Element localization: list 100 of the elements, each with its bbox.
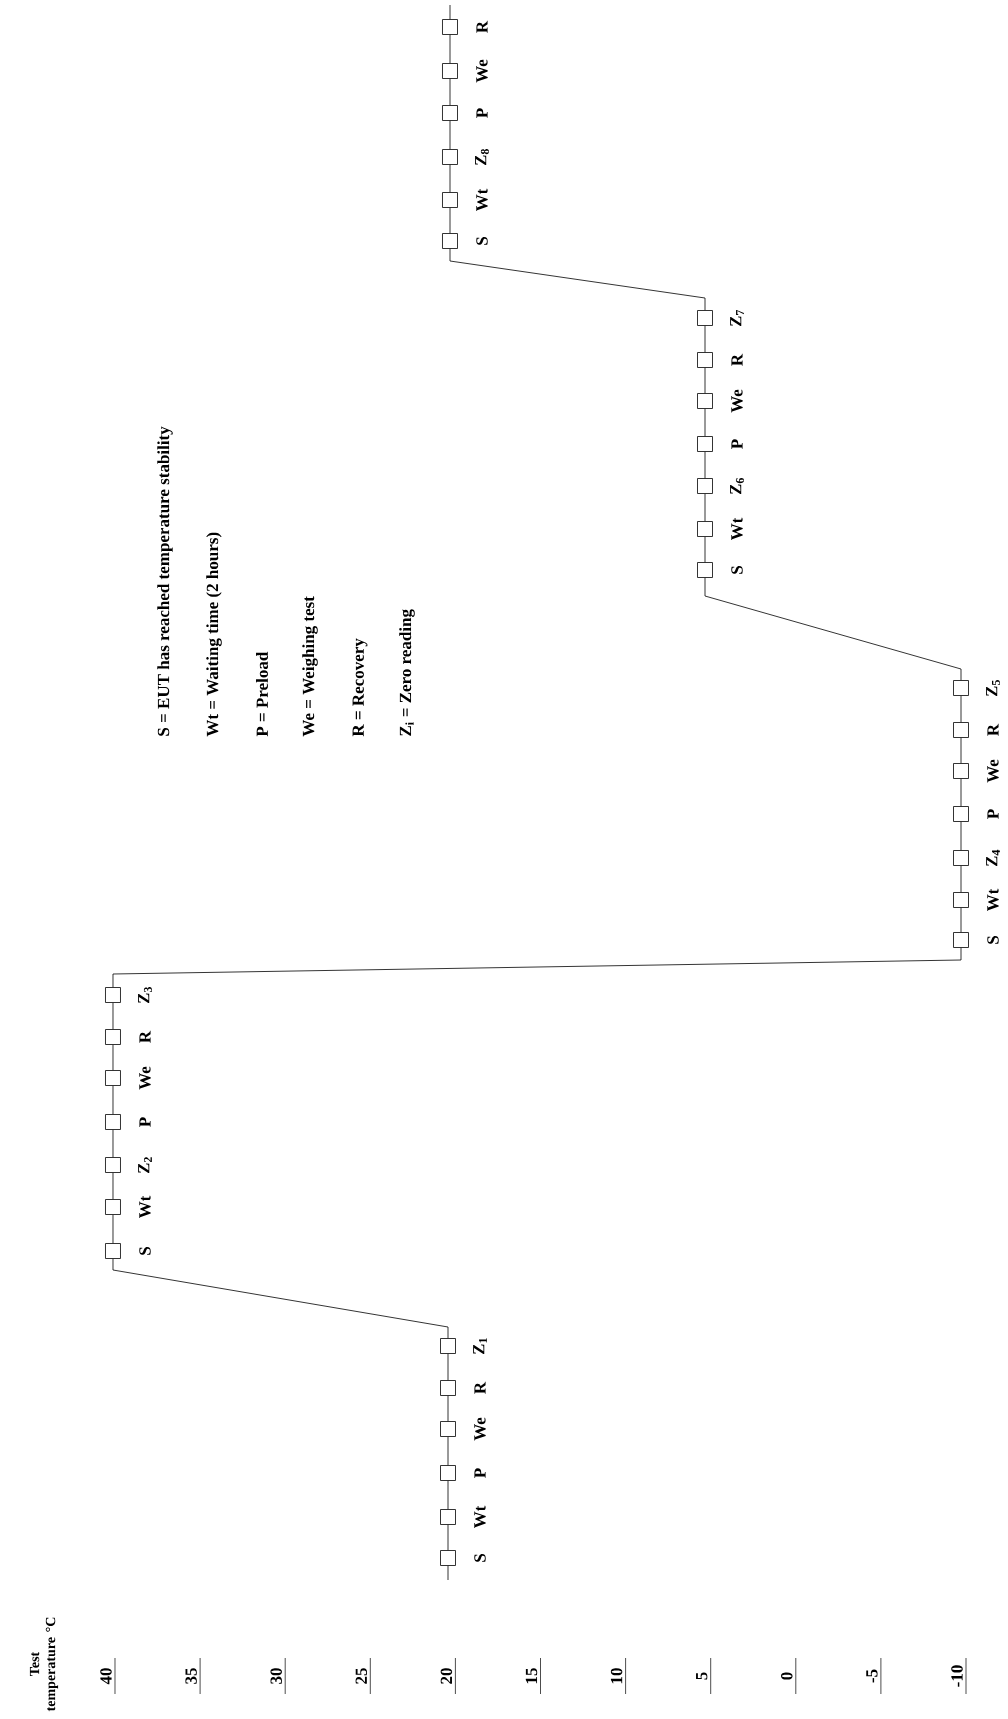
connector-line	[112, 947, 962, 988]
step-label: P	[476, 108, 488, 118]
step-box	[105, 1114, 121, 1130]
step-box	[442, 233, 458, 249]
tick-label: 15	[525, 1668, 538, 1684]
connector-line	[704, 325, 706, 353]
step-label: P	[987, 809, 999, 819]
step-label: Z$_{5}$	[986, 680, 1000, 697]
step-label: Wt	[987, 888, 999, 912]
step-box	[442, 63, 458, 79]
step-label: Wt	[139, 1195, 151, 1219]
step-label: Z$_{6}$	[730, 477, 744, 495]
step-label: P	[731, 439, 743, 449]
step-label: We	[139, 1066, 151, 1090]
step-box	[440, 1465, 456, 1481]
step-box	[442, 149, 458, 165]
connector-line	[449, 120, 451, 150]
tick-label: 25	[355, 1668, 367, 1684]
step-label: Wt	[476, 188, 488, 212]
connector-line	[447, 1480, 449, 1510]
connector-line	[960, 778, 962, 807]
step-box	[442, 105, 458, 121]
step-label: R	[731, 353, 743, 366]
step-box	[440, 1509, 456, 1525]
step-label: P	[474, 1468, 486, 1478]
connector-line	[960, 907, 962, 933]
step-box	[105, 987, 121, 1003]
step-label: S	[987, 936, 999, 944]
step-box	[953, 722, 969, 738]
tick-label: 30	[270, 1668, 282, 1684]
step-label: We	[474, 1417, 486, 1441]
connector-line	[704, 408, 706, 437]
step-box	[440, 1380, 456, 1396]
step-box	[953, 892, 969, 908]
step-box	[440, 1421, 456, 1437]
step-label: S	[139, 1247, 151, 1255]
step-box	[105, 1029, 121, 1045]
step-box	[953, 806, 969, 822]
connector-line	[112, 1002, 114, 1030]
step-label: Wt	[474, 1505, 486, 1529]
step-box	[442, 19, 458, 35]
connector-line	[449, 4, 451, 20]
step-box	[697, 562, 713, 578]
connector-line	[112, 1258, 449, 1339]
step-box	[697, 521, 713, 537]
step-box	[440, 1338, 456, 1354]
connector-line	[960, 865, 962, 893]
step-box	[697, 393, 713, 409]
connector-line	[447, 1395, 449, 1422]
key-text: We = Weighing test	[302, 596, 318, 737]
tick-label: -10	[951, 1665, 963, 1687]
step-label: R	[139, 1030, 151, 1043]
connector-line	[704, 577, 962, 681]
step-box	[440, 1550, 456, 1566]
step-label: S	[731, 566, 743, 574]
connector-line	[960, 737, 962, 764]
step-box	[697, 310, 713, 326]
connector-line	[112, 1044, 114, 1071]
step-label: Z$_{1}$	[473, 1338, 487, 1355]
connector-line	[704, 493, 706, 522]
step-box	[953, 680, 969, 696]
connector-line	[960, 821, 962, 851]
step-label: S	[476, 237, 488, 245]
connector-line	[449, 78, 451, 106]
tick-label: 20	[440, 1668, 453, 1684]
step-box	[105, 1243, 121, 1259]
connector-line	[447, 1436, 449, 1466]
connector-line	[112, 1214, 114, 1244]
connector-line	[704, 536, 706, 563]
step-box	[953, 932, 969, 948]
step-label: Z$_{8}$	[475, 149, 489, 166]
step-label: R	[474, 1381, 486, 1394]
connector-line	[112, 1172, 114, 1200]
step-label: We	[731, 389, 743, 413]
connector-line	[449, 164, 451, 193]
connector-line	[960, 695, 962, 723]
tick-label: 5	[696, 1672, 708, 1680]
tick-label: 0	[781, 1672, 793, 1680]
step-label: Z$_{2}$	[138, 1157, 152, 1174]
step-box	[105, 1199, 121, 1215]
step-label: P	[139, 1117, 151, 1127]
key-text: Wt = Waiting time (2 hours)	[206, 532, 222, 737]
step-label: R	[987, 723, 999, 736]
step-label: We	[476, 59, 488, 83]
connector-line	[447, 1565, 449, 1581]
connector-line	[447, 1353, 449, 1381]
axis-title: Test temperature °C	[29, 1617, 59, 1712]
step-label: Z$_{3}$	[138, 987, 152, 1004]
step-box	[697, 352, 713, 368]
step-label: Wt	[731, 517, 743, 541]
connector-line	[112, 1129, 114, 1158]
step-box	[697, 436, 713, 452]
key-text: R = Recovery	[352, 638, 368, 737]
step-label: Z$_{7}$	[730, 309, 744, 327]
tick-label: -5	[866, 1669, 878, 1683]
key-text: S = EUT has reached temperature stability	[157, 426, 173, 736]
step-label: S	[474, 1554, 486, 1562]
connector-line	[449, 207, 451, 234]
connector-line	[449, 248, 706, 311]
connector-line	[112, 1085, 114, 1115]
